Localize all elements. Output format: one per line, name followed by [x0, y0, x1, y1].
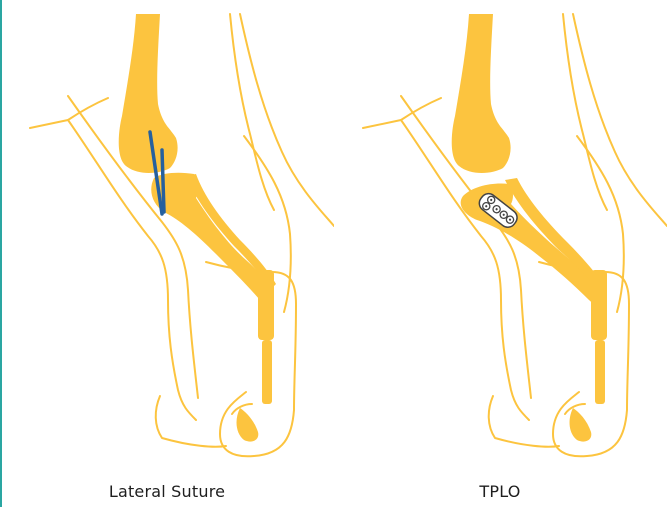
belly-line	[573, 14, 667, 226]
lateral-suture-leg-illustration	[0, 0, 334, 480]
lateral-suture-caption: Lateral Suture	[0, 482, 334, 501]
tplo-leg-illustration	[333, 0, 667, 480]
toe-bone	[595, 340, 605, 404]
tibia-bone	[151, 173, 274, 305]
metatarsal-bone	[591, 270, 607, 340]
femur-bone	[452, 14, 511, 173]
inner-limb-line	[230, 14, 274, 210]
body-contour-line	[363, 98, 441, 128]
tplo-figure	[333, 0, 667, 507]
femur-bone	[119, 14, 178, 173]
inner-limb-line	[563, 14, 607, 210]
tplo-caption: TPLO	[333, 482, 667, 501]
metatarsal-bone	[258, 270, 274, 340]
toe-tip-bone	[570, 408, 592, 442]
suture-strand	[162, 150, 164, 212]
lateral-suture-figure	[0, 0, 334, 507]
belly-line	[240, 14, 334, 226]
hock-outline	[156, 396, 226, 447]
toe-tip-bone	[237, 408, 259, 442]
body-contour-line	[30, 98, 108, 128]
hock-outline	[489, 396, 559, 447]
toe-bone	[262, 340, 272, 404]
